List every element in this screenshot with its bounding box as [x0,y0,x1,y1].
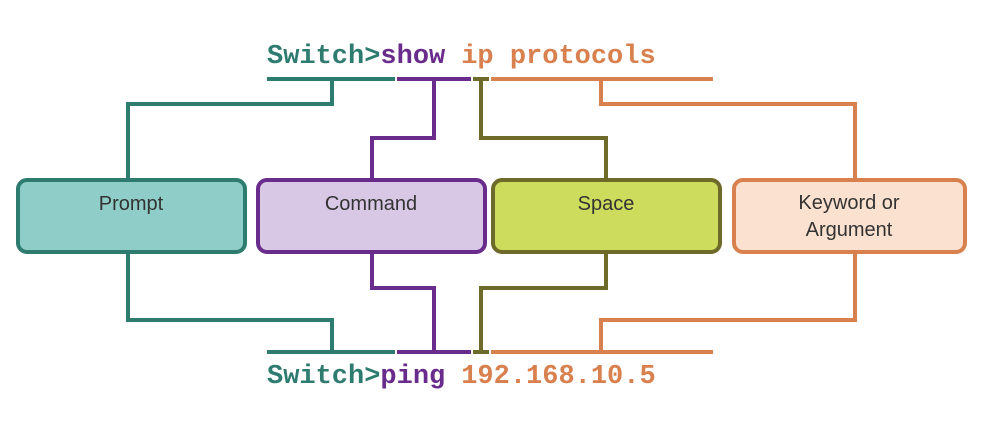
bottom-space-connector [479,252,608,352]
bottom-command-connector [370,252,436,352]
bottom-command-line: Switch>ping 192.168.10.5 [267,362,656,392]
prompt-label: Prompt [99,193,164,215]
top-command-text: show [380,42,446,72]
bottom-prompt-text: Switch> [267,362,380,392]
top-argument-text: ip protocols [461,42,655,72]
top-space-connector [479,79,608,180]
keyword-label-line1: Keyword or [798,192,899,214]
command-label: Command [325,193,417,215]
bottom-prompt-connector [126,252,334,352]
space-box [491,178,722,254]
keyword-argument-box [732,178,967,254]
top-command-line: Switch>show ip protocols [267,42,656,72]
top-command-connector [370,79,436,180]
space-label: Space [578,193,635,215]
command-box [256,178,487,254]
top-argument-connector [599,79,857,180]
top-prompt-connector [126,79,334,180]
bottom-argument-text: 192.168.10.5 [461,362,655,392]
bottom-argument-connector [599,252,857,352]
top-prompt-text: Switch> [267,42,380,72]
keyword-label-line2: Argument [806,219,893,241]
prompt-box [16,178,247,254]
bottom-command-text: ping [380,362,445,392]
